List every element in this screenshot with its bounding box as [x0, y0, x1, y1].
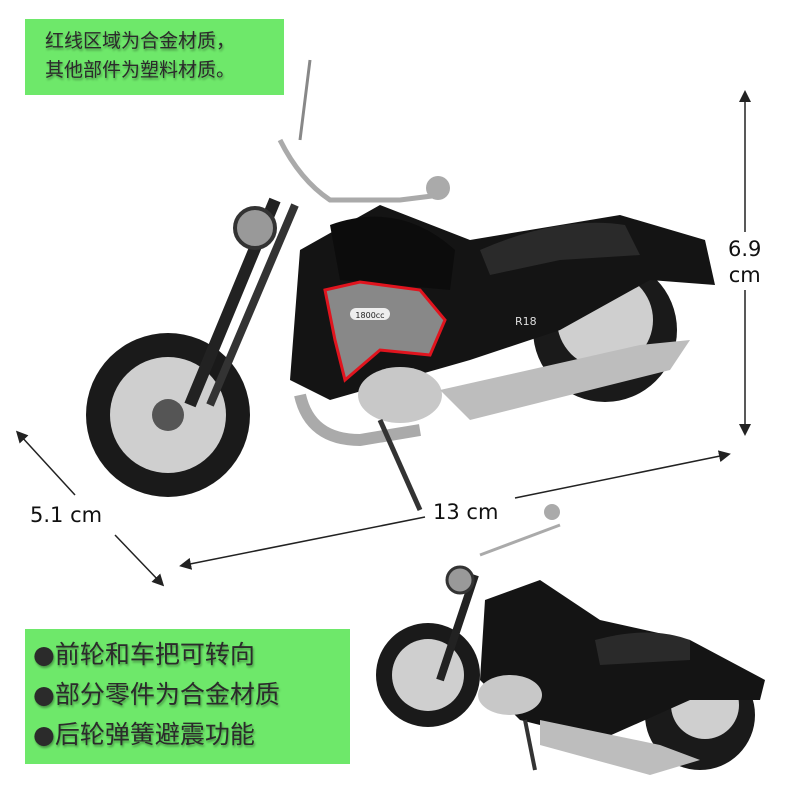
- feature-item: ●后轮弹簧避震功能: [33, 720, 255, 749]
- height-unit: cm: [728, 263, 761, 287]
- motorcycle-large: 1800cc R18: [86, 59, 715, 512]
- length-label: 13 cm: [433, 500, 499, 524]
- length-dimension-line: [179, 516, 426, 570]
- material-note-line: 红线区域为合金材质，: [45, 30, 236, 52]
- engine-badge: 1800cc: [355, 311, 384, 320]
- width-dimension-line: [15, 430, 76, 496]
- material-note-line: 其他部件为塑料材质。: [45, 59, 236, 81]
- motorcycle-small: [376, 504, 765, 775]
- feature-list: ●前轮和车把可转向 ●部分零件为合金材质 ●后轮弹簧避震功能: [25, 629, 350, 764]
- width-label: 5.1 cm: [30, 503, 103, 527]
- width-dimension-line-lower: [114, 534, 165, 587]
- length-dimension-line-right: [514, 450, 731, 499]
- height-value: 6.9: [728, 237, 762, 261]
- height-label: 6.9 cm: [728, 236, 761, 288]
- model-badge: R18: [515, 315, 537, 328]
- feature-item: ●前轮和车把可转向: [33, 640, 255, 669]
- material-note: 红线区域为合金材质， 其他部件为塑料材质。: [25, 19, 284, 95]
- feature-item: ●部分零件为合金材质: [33, 680, 280, 709]
